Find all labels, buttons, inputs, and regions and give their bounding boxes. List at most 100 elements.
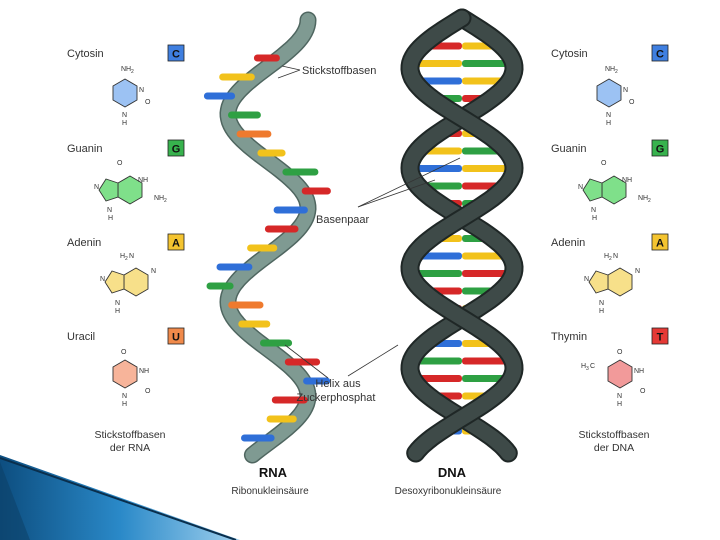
atom-label: O bbox=[145, 388, 151, 395]
atom-label: N bbox=[115, 300, 120, 307]
slide-accent-swoosh bbox=[0, 455, 240, 540]
left-footer-line2: der RNA bbox=[110, 442, 150, 454]
rna-base bbox=[301, 187, 331, 195]
rna-base bbox=[271, 396, 308, 404]
rna-backbone bbox=[220, 13, 316, 462]
rna-base bbox=[216, 263, 253, 271]
rna-base bbox=[266, 415, 297, 423]
atom-label: NH bbox=[638, 195, 648, 202]
annotation-pointer-line bbox=[347, 344, 399, 377]
atom-label: N bbox=[635, 268, 640, 275]
right-footer-line2: der DNA bbox=[594, 442, 634, 454]
dna-base bbox=[462, 60, 514, 67]
atom-label: NH bbox=[605, 66, 615, 73]
guanine-ring-5 bbox=[98, 178, 119, 202]
annotation-pointer-line bbox=[281, 65, 301, 71]
right-base-column: Cytosin C NH 2 N O N H Guanin G O NH NH … bbox=[551, 44, 669, 454]
dna-base bbox=[462, 270, 514, 277]
annotations: Stickstoffbasen Basenpaar Helix aus Zuck… bbox=[277, 65, 461, 404]
atom-label: N bbox=[122, 112, 127, 119]
base-name: Guanin bbox=[67, 143, 102, 155]
atom-label: N bbox=[599, 300, 604, 307]
rna-base bbox=[264, 225, 299, 233]
rna-base bbox=[238, 320, 271, 328]
base-letter-badge bbox=[651, 327, 669, 345]
base-letter: G bbox=[172, 144, 181, 156]
dna-base bbox=[411, 357, 462, 365]
slide-accent-shade bbox=[0, 462, 30, 540]
dna-base bbox=[462, 357, 513, 365]
rna-base bbox=[282, 168, 319, 176]
base-name: Adenin bbox=[551, 237, 585, 249]
base-letter: T bbox=[657, 332, 664, 344]
atom-label: 2 bbox=[164, 198, 167, 204]
base-name: Guanin bbox=[551, 143, 586, 155]
atom-label: N bbox=[139, 87, 144, 94]
atom-label: 2 bbox=[125, 256, 128, 262]
atom-label: N bbox=[584, 276, 589, 283]
rna-base bbox=[273, 206, 308, 214]
base-letter-badge bbox=[651, 233, 669, 251]
rna-title: RNA bbox=[259, 465, 288, 480]
adenine-ring-5 bbox=[588, 270, 609, 294]
rna-base bbox=[257, 149, 286, 157]
atom-label: NH bbox=[154, 195, 164, 202]
atom-label: 2 bbox=[615, 69, 618, 75]
atom-label: O bbox=[629, 99, 635, 106]
atom-label: H bbox=[599, 308, 604, 315]
rna-helix bbox=[203, 11, 331, 464]
atom-label: H bbox=[592, 215, 597, 222]
atom-label: N bbox=[617, 393, 622, 400]
atom-label: N bbox=[122, 393, 127, 400]
rna-base bbox=[203, 92, 236, 100]
atom-label: NH bbox=[121, 66, 131, 73]
dna-base bbox=[410, 165, 462, 172]
atom-label: H bbox=[606, 120, 611, 127]
right-base-adenin: Adenin A H 2 N N N N H bbox=[551, 233, 669, 315]
left-footer-line1: Stickstoffbasen bbox=[94, 429, 165, 441]
atom-label: 3 bbox=[586, 366, 589, 372]
base-letter-badge bbox=[651, 44, 669, 62]
cytosine-ring bbox=[596, 78, 622, 108]
adenine-ring-6 bbox=[607, 267, 633, 297]
atom-label: NH bbox=[139, 368, 149, 375]
base-name: Uracil bbox=[67, 331, 95, 343]
atom-label: NH bbox=[634, 368, 644, 375]
base-name: Cytosin bbox=[67, 48, 104, 60]
cytosine-ring bbox=[112, 78, 138, 108]
atom-label: H bbox=[122, 120, 127, 127]
atom-label: O bbox=[145, 99, 151, 106]
atom-label: H bbox=[617, 401, 622, 408]
atom-label: H bbox=[115, 308, 120, 315]
annotation-helix-line1: Helix aus bbox=[315, 378, 361, 390]
atom-label: H bbox=[108, 215, 113, 222]
dna-helix bbox=[400, 8, 524, 463]
dna-backbone-strand-a bbox=[402, 10, 522, 461]
rna-base bbox=[247, 244, 278, 252]
base-letter: U bbox=[172, 332, 180, 344]
atom-label: N bbox=[94, 184, 99, 191]
atom-label: N bbox=[107, 207, 112, 214]
atom-label: H bbox=[604, 253, 609, 260]
rna-base bbox=[228, 301, 264, 309]
rna-base bbox=[284, 358, 321, 366]
base-name: Cytosin bbox=[551, 48, 588, 60]
dna-title: DNA bbox=[438, 465, 467, 480]
dna-base bbox=[410, 60, 462, 67]
rna-base bbox=[206, 282, 234, 290]
atom-label: N bbox=[151, 268, 156, 275]
base-letter-badge bbox=[167, 233, 185, 251]
atom-label: O bbox=[617, 349, 623, 356]
base-letter-badge bbox=[167, 327, 185, 345]
atom-label: NH bbox=[138, 177, 148, 184]
atom-label: H bbox=[122, 401, 127, 408]
atom-label: O bbox=[601, 160, 607, 167]
adenine-ring-6 bbox=[123, 267, 149, 297]
atom-label: N bbox=[129, 253, 134, 260]
base-letter-badge bbox=[167, 139, 185, 157]
left-base-column: Cytosin C NH 2 N O N H Guanin G O NH NH … bbox=[67, 44, 185, 454]
atom-label: O bbox=[640, 388, 646, 395]
atom-label: 2 bbox=[609, 256, 612, 262]
atom-label: N bbox=[591, 207, 596, 214]
